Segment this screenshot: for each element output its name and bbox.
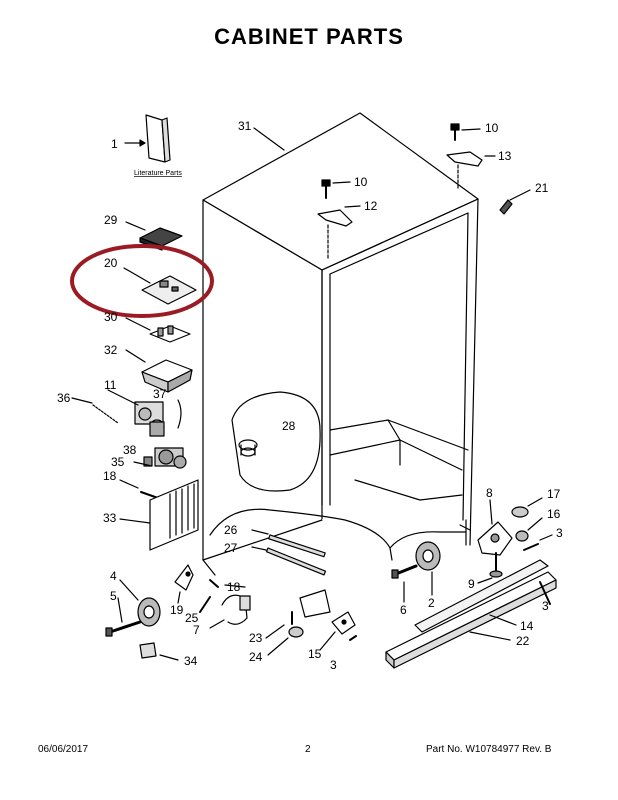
literature-label: Literature Parts bbox=[134, 170, 182, 177]
callout-8: 8 bbox=[486, 486, 493, 500]
page-title: CABINET PARTS bbox=[214, 24, 404, 49]
callout-3-grille: 3 bbox=[542, 599, 549, 613]
callout-14: 14 bbox=[520, 619, 534, 633]
part-33-panel bbox=[119, 479, 199, 551]
callout-22: 22 bbox=[516, 634, 530, 648]
cabinet-body bbox=[202, 112, 479, 618]
callout-37: 37 bbox=[153, 387, 167, 401]
part-21-cap bbox=[499, 189, 531, 215]
footer-date: 06/06/2017 bbox=[38, 744, 89, 755]
footer-part-number: Part No. W10784977 Rev. B bbox=[426, 744, 552, 755]
part-20-control-board bbox=[123, 267, 197, 305]
callout-4: 4 bbox=[110, 569, 117, 583]
callout-12: 12 bbox=[364, 199, 378, 213]
drain-tube-window bbox=[231, 391, 321, 492]
part-9-leveling-leg bbox=[477, 552, 503, 584]
part-23-24-screw-clip bbox=[265, 611, 304, 656]
callout-35: 35 bbox=[111, 455, 125, 469]
callout-38: 38 bbox=[123, 443, 137, 457]
callout-30: 30 bbox=[104, 310, 118, 324]
callout-18-lower: 18 bbox=[227, 580, 241, 594]
part-18-screw bbox=[119, 479, 159, 499]
callout-19: 19 bbox=[170, 603, 184, 617]
callout-25: 25 bbox=[185, 611, 199, 625]
part-34-cap bbox=[139, 642, 179, 661]
callout-labels: 1 29 20 30 32 36 11 37 38 35 18 33 31 10… bbox=[57, 119, 563, 672]
callout-28: 28 bbox=[282, 419, 296, 433]
callout-17: 17 bbox=[547, 487, 561, 501]
part-38-valve bbox=[133, 447, 187, 469]
callout-16: 16 bbox=[547, 507, 561, 521]
callout-36: 36 bbox=[57, 391, 71, 405]
callout-3-right: 3 bbox=[556, 526, 563, 540]
literature-parts-icon bbox=[124, 114, 171, 163]
part-4-left-roller bbox=[105, 579, 161, 637]
callout-1: 1 bbox=[111, 137, 118, 151]
callout-32: 32 bbox=[104, 343, 118, 357]
part-19-bracket bbox=[174, 564, 194, 604]
callout-31: 31 bbox=[238, 119, 252, 133]
callout-33: 33 bbox=[103, 511, 117, 525]
part-15-clip bbox=[319, 611, 357, 651]
part-12-hinge bbox=[317, 179, 361, 259]
part-7-drain-fitting bbox=[199, 579, 251, 629]
part-8-hinge-bracket bbox=[477, 497, 553, 556]
callout-7: 7 bbox=[193, 623, 200, 637]
callout-10-top: 10 bbox=[485, 121, 499, 135]
callout-10-mid: 10 bbox=[354, 175, 368, 189]
callout-15: 15 bbox=[308, 647, 322, 661]
highlight-circle bbox=[70, 244, 214, 318]
callout-29: 29 bbox=[104, 213, 118, 227]
part-2-right-roller bbox=[391, 541, 441, 603]
part-13-top-hinge bbox=[446, 123, 496, 191]
callout-34: 34 bbox=[184, 654, 198, 668]
callout-21: 21 bbox=[535, 181, 549, 195]
callout-26: 26 bbox=[224, 523, 238, 537]
callout-20: 20 bbox=[104, 256, 118, 270]
callout-5: 5 bbox=[110, 589, 117, 603]
part-22-base-grille bbox=[385, 559, 557, 669]
part-32-housing bbox=[125, 349, 193, 393]
part-30-bracket bbox=[125, 317, 191, 343]
callout-3-bottom: 3 bbox=[330, 658, 337, 672]
part-11-water-valve bbox=[107, 389, 182, 437]
footer-page-number: 2 bbox=[305, 744, 311, 755]
part-26-27-tubes bbox=[251, 529, 327, 576]
callout-18-upper: 18 bbox=[103, 469, 117, 483]
callout-23: 23 bbox=[249, 631, 263, 645]
callout-24: 24 bbox=[249, 650, 263, 664]
part-29-pad bbox=[125, 221, 183, 251]
callout-6: 6 bbox=[400, 603, 407, 617]
callout-11: 11 bbox=[104, 378, 117, 392]
callout-2: 2 bbox=[428, 596, 435, 610]
callout-27: 27 bbox=[224, 541, 238, 555]
callout-13: 13 bbox=[498, 149, 512, 163]
callout-9: 9 bbox=[468, 577, 475, 591]
